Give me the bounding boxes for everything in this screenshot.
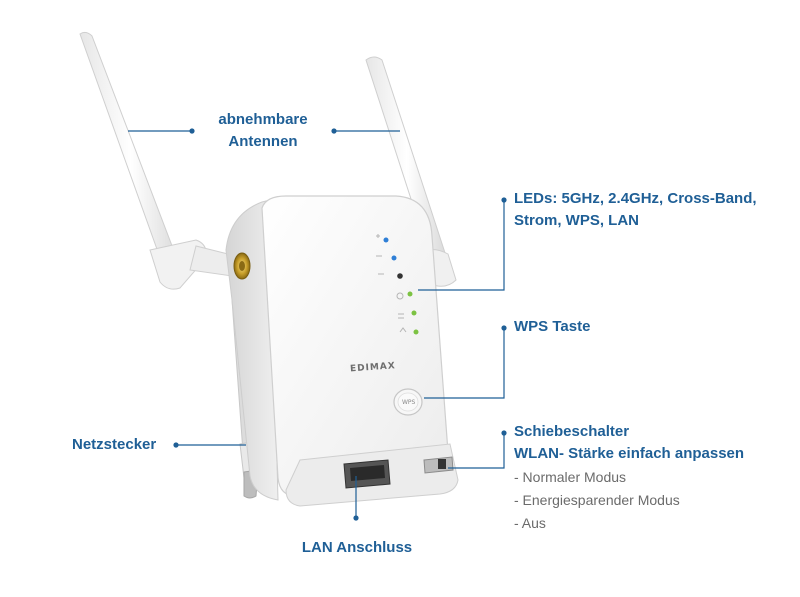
- label-leds-line2: Strom, WPS, LAN: [514, 212, 640, 229]
- label-plug: Netzstecker: [72, 436, 157, 453]
- led-power: [407, 291, 413, 297]
- label-switch-line1: Schiebeschalter: [514, 423, 630, 440]
- label-wps: WPS Taste: [514, 318, 591, 335]
- label-antennas-line1: abnehmbare: [218, 111, 308, 128]
- led-cross-band: [397, 273, 403, 279]
- label-switch: Schiebeschalter WLAN- Stärke einfach anp…: [514, 421, 744, 465]
- led-icons: [376, 234, 407, 333]
- switch-mode-eco: - Energiesparender Modus: [514, 492, 680, 508]
- label-leds-line1: LEDs: 5GHz, 2.4GHz, Cross-Band,: [514, 190, 757, 207]
- led-2-4ghz: [391, 255, 397, 261]
- slide-switch: [423, 456, 454, 474]
- svg-text:WPS: WPS: [402, 399, 416, 406]
- callout-lines: [128, 130, 505, 518]
- led-5ghz: [383, 237, 389, 243]
- callout-dots: [173, 128, 507, 521]
- left-antenna: [79, 31, 237, 290]
- callout-line-switch: [448, 433, 505, 469]
- switch-mode-normal: - Normaler Modus: [514, 469, 627, 485]
- brand-logo: EDIMAX: [350, 361, 396, 374]
- callout-line-wps: [424, 328, 505, 399]
- label-antennas: abnehmbare Antennen: [196, 109, 330, 153]
- label-lan: LAN Anschluss: [301, 539, 413, 556]
- led-lan: [413, 329, 419, 335]
- switch-mode-off: - Aus: [514, 515, 546, 531]
- callout-line-leds: [418, 200, 505, 291]
- lan-port: [343, 459, 391, 489]
- label-switch-line2: WLAN- Stärke einfach anpassen: [514, 445, 745, 462]
- label-antennas-line2: Antennen: [228, 133, 298, 150]
- label-leds: LEDs: 5GHz, 2.4GHz, Cross-Band, Strom, W…: [514, 188, 757, 232]
- led-wps: [411, 310, 417, 316]
- wps-button[interactable]: WPS: [393, 388, 423, 416]
